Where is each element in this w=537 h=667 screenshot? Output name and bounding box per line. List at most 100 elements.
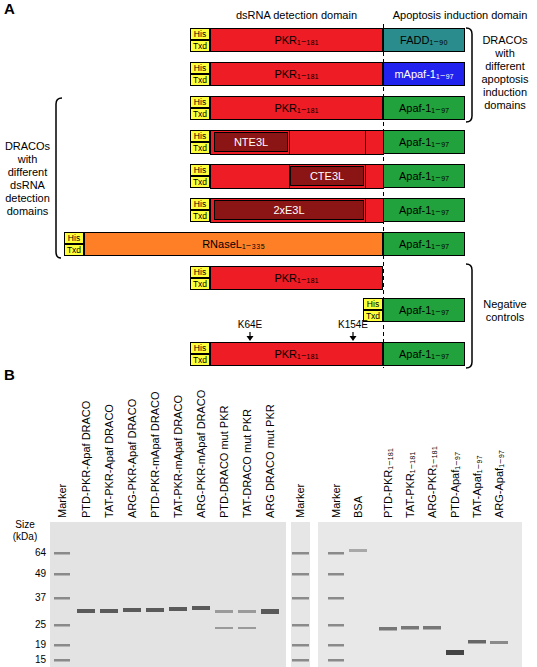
domain-heading: Apoptosis induction domain (385, 9, 535, 22)
lane-label: TAT-DRACO mut PKR (241, 409, 253, 518)
domain-label: Txd (366, 312, 380, 321)
domain-label: mApaf-1₁₋₉₇ (394, 69, 453, 80)
group-label: Negative controls (475, 298, 535, 324)
domain-label: Apaf-1₁₋₉₇ (399, 171, 449, 182)
lane-label: PTD-PKR-Apaf DRACO (80, 401, 92, 518)
his-tag: His (190, 96, 210, 108)
lane-label: PTD-DRACO mut PKR (218, 406, 230, 518)
mutation-label: K154E (330, 318, 376, 331)
domain-label: PKR₁₋₁₈₁ (274, 349, 318, 360)
domain-box: Apaf-1₁₋₉₇ (383, 96, 465, 120)
lane-label: PTD-PKR-mApaf DRACO (149, 391, 161, 518)
his-tag: His (190, 342, 210, 354)
his-tag: His (64, 232, 84, 244)
panel-letter: B (4, 368, 24, 381)
lane-label: TAT-Apaf₁₋₉₇ (471, 456, 483, 519)
txd-tag: Txd (190, 354, 210, 366)
domain-label: His (194, 268, 206, 277)
domain-label: His (194, 64, 206, 73)
lane-label: ARG DRACO mut PKR (264, 404, 276, 518)
axis-title: Size (kDa) (2, 519, 48, 543)
domain-label: Txd (193, 144, 207, 153)
domain-label: Apaf-1₁₋₉₇ (399, 239, 449, 250)
domain-label: His (68, 234, 80, 243)
domain-label: Txd (67, 246, 81, 255)
domain-box: PKR₁₋₁₈₁ (210, 28, 383, 52)
domain-heading: dsRNA detection domain (210, 9, 383, 22)
domain-box: Apaf-1₁₋₉₇ (383, 130, 465, 154)
domain-box: PKR₁₋₁₈₁ (210, 266, 383, 290)
domain-label: NTE3L (234, 137, 268, 148)
domain-label: His (194, 200, 206, 209)
domain-label: PKR₁₋₁₈₁ (274, 35, 318, 46)
size-marker: 37 (18, 592, 46, 604)
gel-panel (50, 522, 522, 667)
domain-label: PKR₁₋₁₈₁ (274, 103, 318, 114)
txd-tag: Txd (190, 176, 210, 188)
lane-label: ARG-PKR-Apaf DRACO (126, 399, 138, 518)
txd-tag: Txd (190, 74, 210, 86)
lane-label: Marker (56, 484, 68, 518)
group-label: DRACOs with different dsRNA detection do… (0, 140, 55, 218)
domain-label: RNaseL₁₋₃₃₅ (202, 239, 265, 250)
txd-tag: Txd (190, 40, 210, 52)
domain-label: Txd (193, 356, 207, 365)
domain-box: PKR₁₋₁₈₁ (210, 96, 383, 120)
txd-tag: Txd (64, 244, 84, 256)
domain-label: His (194, 98, 206, 107)
domain-label: CTE3L (310, 171, 344, 182)
his-tag: His (190, 28, 210, 40)
txd-tag: Txd (190, 210, 210, 222)
domain-label: Apaf-1₁₋₉₇ (399, 305, 449, 316)
lane-label: BSA (352, 496, 364, 518)
domain-label: Txd (193, 76, 207, 85)
domain-label: His (367, 300, 379, 309)
gel-band (54, 549, 508, 662)
domain-box: PKR₁₋₁₈₁ (210, 62, 383, 86)
domain-label: Txd (193, 42, 207, 51)
panel-letter: A (4, 2, 24, 15)
his-tag: His (190, 266, 210, 278)
lane-label: TAT-PKR₁₋₁₈₁ (404, 452, 416, 518)
bracket (56, 28, 472, 368)
domain-box: Apaf-1₁₋₉₇ (383, 342, 465, 366)
domain-label: Txd (193, 110, 207, 119)
lane-label: ARG-Apaf₁₋₉₇ (493, 450, 505, 518)
mutation-label: K64E (228, 318, 272, 331)
domain-label: PKR₁₋₁₈₁ (274, 69, 318, 80)
domain-label: Apaf-1₁₋₉₇ (399, 103, 449, 114)
domain-label: Apaf-1₁₋₉₇ (399, 349, 449, 360)
domain-box: Apaf-1₁₋₉₇ (383, 198, 465, 222)
his-tag: His (190, 130, 210, 142)
txd-tag: His (363, 298, 383, 310)
pkr-bar (211, 131, 384, 223)
domain-label: Apaf-1₁₋₉₇ (399, 137, 449, 148)
domain-label: PKR₁₋₁₈₁ (274, 273, 318, 284)
domain-box: Apaf-1₁₋₉₇ (383, 164, 465, 188)
domain-box: FADD₁₋₉₀ (383, 28, 465, 52)
domain-label: 2xE3L (273, 205, 304, 216)
his-tag: His (190, 164, 210, 176)
domain-box: NTE3L (214, 132, 288, 152)
lane-label: TAT-PKR-Apaf DRACO (103, 404, 115, 518)
lane-label: ARG-PKR-mApaf DRACO (195, 390, 207, 518)
mutation-arrow (247, 332, 357, 341)
domain-label: Txd (193, 212, 207, 221)
his-tag: His (190, 198, 210, 210)
lane-label: Marker (294, 484, 306, 518)
domain-box: RNaseL₁₋₃₃₅ (84, 232, 383, 256)
domain-label: His (194, 344, 206, 353)
domain-label: Txd (193, 280, 207, 289)
domain-box: CTE3L (290, 166, 364, 186)
his-tag: His (190, 62, 210, 74)
lane-label: PTD-PKR₁₋₁₈₁ (382, 448, 394, 518)
txd-tag: Txd (190, 278, 210, 290)
domain-label: Apaf-1₁₋₉₇ (399, 205, 449, 216)
lane-label: Marker (330, 484, 342, 518)
size-marker: 64 (18, 547, 46, 559)
group-label: DRACOs with different apoptosis inductio… (475, 34, 535, 112)
size-marker: 49 (18, 568, 46, 580)
size-marker: 15 (18, 654, 46, 666)
domain-label: FADD₁₋₉₀ (400, 35, 448, 46)
txd-tag: Txd (190, 142, 210, 154)
